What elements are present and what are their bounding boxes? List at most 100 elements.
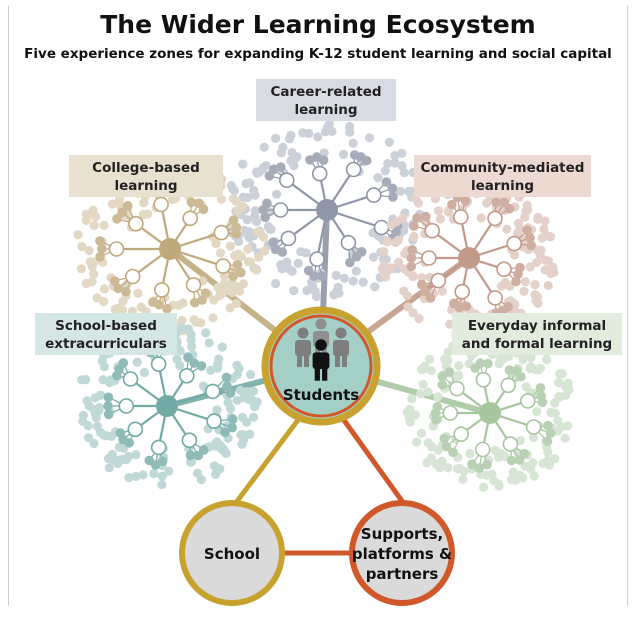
zone-hub <box>159 238 181 260</box>
leaf-dot <box>491 197 502 208</box>
halo-dot <box>313 132 323 142</box>
branch-node <box>474 441 491 458</box>
zone-clusters <box>73 119 574 492</box>
halo-dot <box>213 282 223 293</box>
person-body <box>333 340 349 356</box>
leaf-dot <box>197 295 207 305</box>
halo-dot <box>384 137 394 147</box>
branch-node <box>150 439 167 456</box>
halo-dot <box>196 474 206 485</box>
halo-dot <box>426 453 436 463</box>
leaf-dot <box>437 371 448 382</box>
halo-dot <box>228 194 238 204</box>
leaf-dot <box>449 298 459 309</box>
halo-dot <box>539 224 549 234</box>
branch-node <box>475 371 492 388</box>
branch-node <box>127 421 144 438</box>
leaf-dot <box>318 155 329 165</box>
leaf-dot <box>516 371 526 382</box>
leaf-dot <box>537 397 548 408</box>
halo-dot <box>89 220 99 230</box>
leaf-dot <box>475 358 486 368</box>
halo-dot <box>237 412 247 422</box>
halo-dot <box>107 199 117 209</box>
halo-dot <box>289 286 299 296</box>
halo-dot <box>369 252 379 262</box>
halo-dot <box>104 463 114 473</box>
person-icon <box>333 327 349 367</box>
branch-node <box>487 210 503 227</box>
page-title: The Wider Learning Ecosystem <box>100 10 536 39</box>
halo-dot <box>249 412 259 422</box>
halo-dot <box>561 390 571 400</box>
branch-node <box>424 222 441 239</box>
leaf-dot <box>186 197 197 208</box>
leaf-dot <box>482 459 492 470</box>
halo-dot <box>276 148 286 158</box>
halo-dot <box>124 473 134 483</box>
halo-dot <box>243 391 253 402</box>
halo-dot <box>433 206 444 216</box>
person-head <box>315 318 327 330</box>
halo-dot <box>237 201 248 211</box>
halo-dot <box>208 313 218 323</box>
person-head <box>335 327 347 339</box>
halo-dot <box>520 277 530 287</box>
branch-node <box>179 367 195 384</box>
halo-dot <box>76 264 86 274</box>
zone-label-text: and formal learning <box>462 336 612 352</box>
halo-dot <box>77 241 87 252</box>
halo-dot <box>96 390 106 400</box>
branch-node <box>150 356 167 372</box>
leaf-dot <box>417 279 427 290</box>
halo-dot <box>454 370 464 381</box>
halo-dot <box>532 292 543 302</box>
leaf-dot <box>425 293 436 303</box>
halo-dot <box>513 218 524 228</box>
zone-hub <box>458 247 480 269</box>
halo-dot <box>225 241 235 251</box>
halo-dot <box>548 262 558 272</box>
branch-node <box>496 261 512 278</box>
leaf-dot <box>441 441 452 452</box>
halo-dot <box>391 238 401 248</box>
figure-frame <box>8 6 628 606</box>
halo-dot <box>458 474 468 484</box>
halo-dot <box>425 354 435 364</box>
leaf-dot <box>236 267 246 278</box>
halo-dot <box>99 362 109 372</box>
leaf-dot <box>198 204 209 215</box>
halo-dot <box>407 394 417 404</box>
halo-dot <box>543 447 553 457</box>
leaf-dot <box>228 271 238 282</box>
leaf-dot <box>276 162 286 172</box>
leaf-dot <box>504 365 515 376</box>
leaf-dot <box>412 213 422 223</box>
halo-dot <box>84 245 94 256</box>
halo-dot <box>143 209 153 219</box>
leaf-dot <box>303 265 314 276</box>
halo-dot <box>405 417 415 427</box>
leaf-dot <box>185 450 196 461</box>
halo-dot <box>420 361 430 371</box>
halo-dot <box>515 435 526 446</box>
leaf-dot <box>467 459 477 470</box>
leaf-dot <box>95 236 105 246</box>
halo-dot <box>217 342 227 352</box>
halo-dot <box>542 354 552 364</box>
leaf-dot <box>387 183 398 194</box>
halo-dot <box>525 262 535 272</box>
halo-dot <box>333 282 343 292</box>
person-leg <box>322 346 327 358</box>
person-leg <box>335 355 340 367</box>
halo-dot <box>557 369 567 379</box>
person-body <box>312 352 330 370</box>
halo-dot <box>399 220 409 230</box>
halo-dot <box>540 216 550 226</box>
halo-dot <box>94 406 104 416</box>
halo-dot <box>259 232 269 242</box>
leaf-dot <box>221 372 232 383</box>
halo-dot <box>465 448 475 459</box>
halo-dot <box>73 230 83 240</box>
